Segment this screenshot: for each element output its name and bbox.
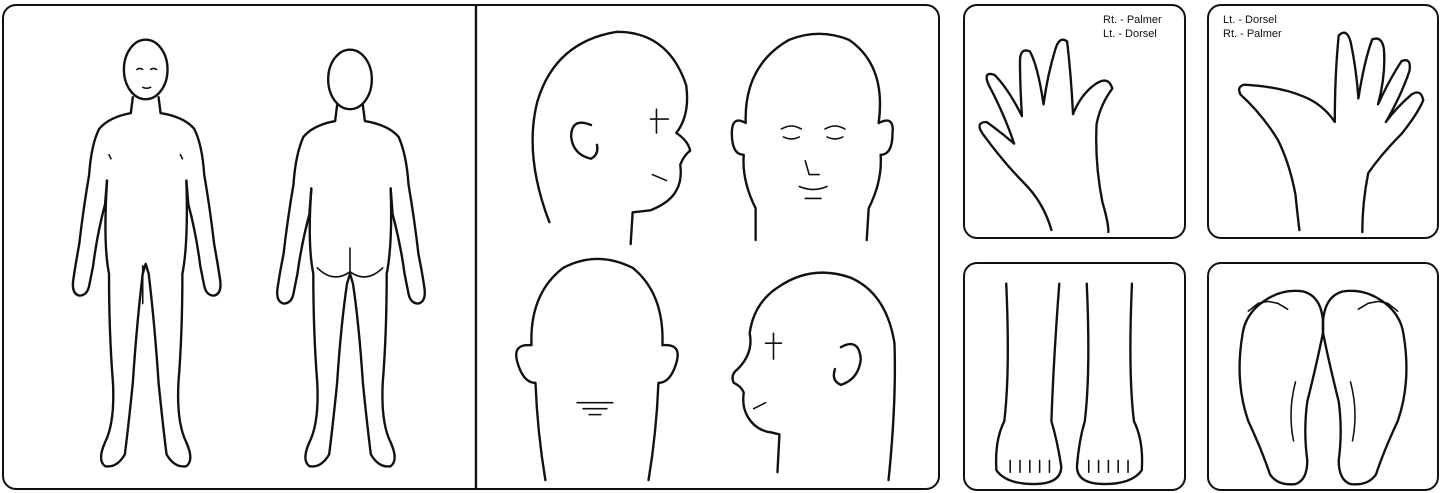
hand-panel-left: Lt. - Dorsel Rt. - Palmer [1207, 4, 1439, 239]
body-front-figure [73, 40, 221, 467]
head-back-view [516, 259, 677, 480]
body-diagram-panel [2, 4, 940, 490]
hand-label-rt-palmer-2: Rt. - Palmer [1223, 28, 1282, 40]
body-diagram-svg [4, 6, 938, 488]
body-back-figure [277, 50, 425, 467]
head-right-profile [533, 32, 691, 244]
hand-label-rt-palmer: Rt. - Palmer [1103, 14, 1162, 26]
hand-label-lt-dorsel: Lt. - Dorsel [1103, 28, 1157, 40]
hand-panel-right: Rt. - Palmer Lt. - Dorsel [963, 4, 1186, 239]
feet-dorsal-drawing [965, 264, 1184, 489]
feet-plantar-drawing [1209, 264, 1437, 489]
hand-drawing-2 [1209, 6, 1437, 237]
head-left-profile [732, 273, 894, 480]
hand-drawing-1 [965, 6, 1184, 237]
feet-plantar-panel [1207, 262, 1439, 491]
feet-dorsal-panel [963, 262, 1186, 491]
head-front-face [732, 34, 893, 240]
hand-label-lt-dorsel-2: Lt. - Dorsel [1223, 14, 1277, 26]
